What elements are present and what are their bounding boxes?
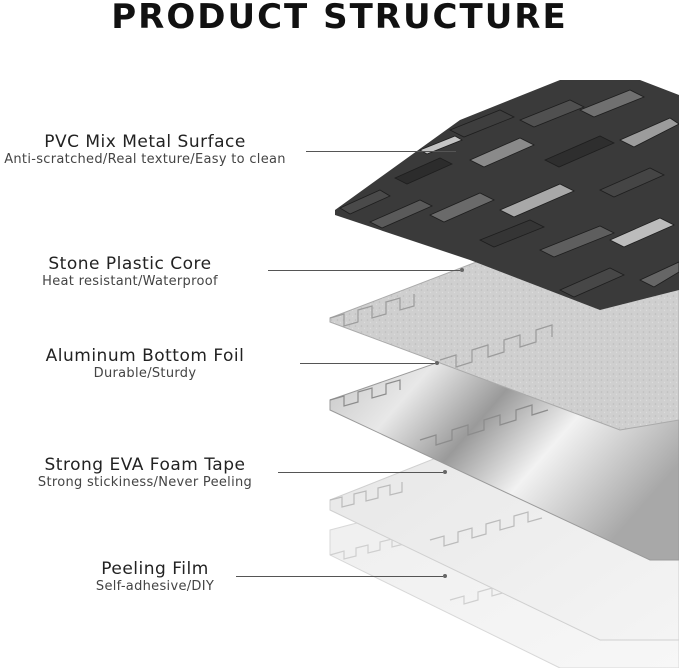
leader-line — [278, 472, 443, 473]
leader-line — [300, 363, 435, 364]
leader-dot — [443, 574, 447, 578]
layer-name: Aluminum Bottom Foil — [45, 346, 245, 366]
layer-name: Strong EVA Foam Tape — [44, 455, 246, 475]
layer-name: PVC Mix Metal Surface — [44, 132, 246, 152]
leader-line — [268, 270, 460, 271]
layer-name: Peeling Film — [101, 559, 209, 579]
leader-dot — [460, 268, 464, 272]
pvc-surface-layer — [335, 80, 679, 310]
layer-name: Stone Plastic Core — [48, 254, 212, 274]
layer-description: Self-adhesive/DIY — [95, 579, 215, 594]
layer-description: Anti-scratched/Real texture/Easy to clea… — [4, 152, 286, 167]
page-title: PRODUCT STRUCTURE — [111, 0, 568, 37]
aluminum-foil-edge — [329, 379, 549, 446]
leader-line — [236, 576, 443, 577]
foam-tape-edge — [329, 482, 543, 547]
leader-dot — [443, 470, 447, 474]
label-pvc-surface: PVC Mix Metal Surface Anti-scratched/Rea… — [0, 132, 290, 168]
leader-dot — [435, 361, 439, 365]
label-eva-foam: Strong EVA Foam Tape Strong stickiness/N… — [20, 455, 270, 491]
label-stone-core: Stone Plastic Core Heat resistant/Waterp… — [10, 254, 250, 290]
label-peeling-film: Peeling Film Self-adhesive/DIY — [60, 559, 250, 595]
layer-description: Heat resistant/Waterproof — [42, 274, 218, 289]
leader-line — [306, 151, 456, 152]
stone-core-edge — [329, 294, 553, 368]
layer-description: Durable/Sturdy — [93, 366, 197, 381]
label-aluminum-foil: Aluminum Bottom Foil Durable/Sturdy — [40, 346, 250, 382]
layer-description: Strong stickiness/Never Peeling — [37, 475, 253, 490]
